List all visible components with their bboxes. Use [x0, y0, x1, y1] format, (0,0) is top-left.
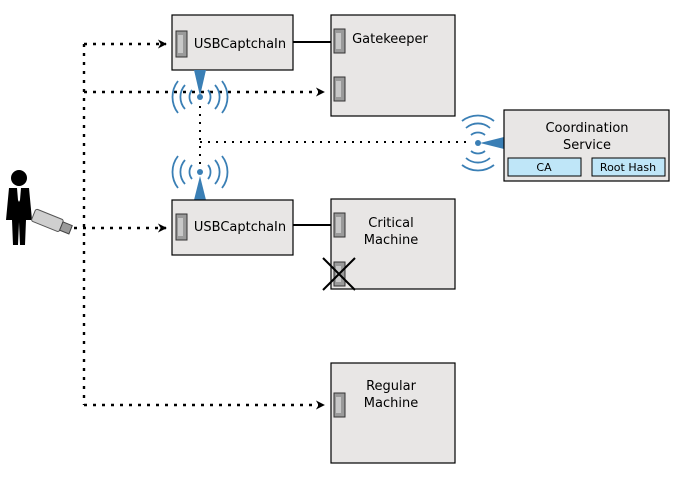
wireless-antenna-icon — [461, 114, 504, 172]
flow-lines — [74, 39, 472, 410]
coordination-service: Coordination Service CA Root Hash — [503, 109, 670, 182]
wireless-antenna-icon — [171, 155, 229, 200]
critical-label-line1: Critical — [368, 216, 413, 231]
ca-cell — [507, 157, 582, 177]
coordination-label-line2: Service — [563, 138, 611, 153]
gatekeeper-machine: Gatekeeper — [330, 14, 456, 117]
usbcaptchain-top-label: USBCaptchaIn — [194, 37, 286, 52]
regular-machine: Regular Machine — [330, 362, 456, 464]
coordination-label-line1: Coordination — [545, 121, 628, 136]
person-icon — [6, 170, 32, 245]
regular-label-line2: Machine — [364, 396, 418, 411]
root-hash-label: Root Hash — [600, 161, 656, 174]
root-hash-cell — [591, 157, 666, 177]
critical-label-line2: Machine — [364, 233, 418, 248]
blocked-port-x-icon — [322, 257, 356, 291]
ca-label: CA — [536, 161, 552, 174]
usbcaptchain-middle-label: USBCaptchaIn — [194, 220, 286, 235]
usbcaptchain-top: USBCaptchaIn — [171, 14, 294, 71]
regular-label-line1: Regular — [366, 379, 417, 394]
gatekeeper-label: Gatekeeper — [352, 32, 428, 47]
critical-machine: Critical Machine — [322, 198, 456, 291]
usb-stick-icon — [31, 208, 73, 235]
usbcaptchain-middle: USBCaptchaIn — [171, 199, 294, 256]
wireless-antenna-icon — [171, 70, 229, 114]
